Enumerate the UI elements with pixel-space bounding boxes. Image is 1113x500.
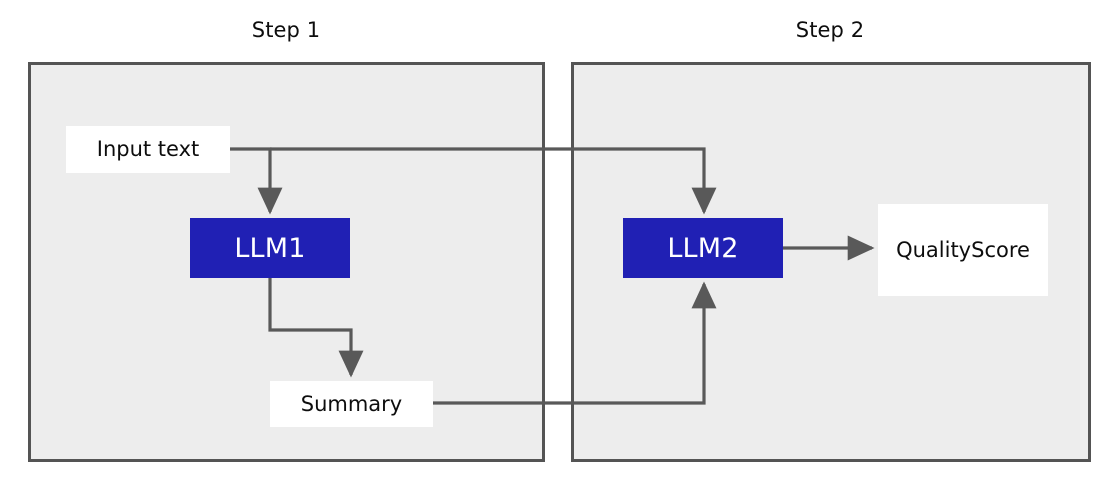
step-2-label: Step 2 (795, 18, 865, 42)
node-quality-score-line-1: Quality (896, 237, 972, 262)
step-1-label: Step 1 (251, 18, 321, 42)
node-llm1: LLM1 (190, 218, 350, 278)
node-llm2: LLM2 (623, 218, 783, 278)
node-quality-score-line-2: Score (971, 237, 1030, 262)
node-quality-score: Quality Score (878, 204, 1048, 296)
node-summary: Summary (270, 381, 433, 427)
node-input-text: Input text (66, 126, 230, 173)
